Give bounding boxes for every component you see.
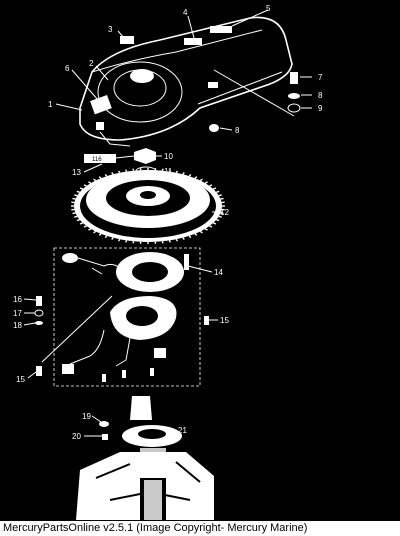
- callout-7: 7: [318, 73, 323, 82]
- callout-19: 19: [82, 412, 91, 421]
- gear-tooth: [175, 170, 179, 174]
- gear-tooth: [93, 178, 97, 182]
- callout-8-lower: 8: [235, 126, 240, 135]
- gear-tooth: [104, 173, 108, 177]
- gear-tooth: [204, 228, 208, 231]
- trigger-plate: [36, 295, 209, 376]
- callout-3: 3: [108, 25, 113, 34]
- callout-17: 17: [13, 309, 22, 318]
- gear-tooth: [74, 215, 78, 218]
- gear-tooth: [199, 178, 203, 182]
- gear-tooth: [182, 172, 185, 175]
- trigger-screws: [34, 296, 44, 325]
- gear-tooth: [125, 240, 128, 243]
- gear-tooth: [204, 181, 208, 184]
- gear-tooth: [125, 169, 128, 172]
- gear-tooth: [188, 173, 192, 177]
- gear-tooth: [79, 187, 83, 190]
- leader-lines: [23, 9, 312, 437]
- gear-tooth: [194, 176, 198, 179]
- cover-hardware: [208, 69, 301, 132]
- gear-tooth: [111, 237, 114, 240]
- gear-tooth: [161, 168, 164, 171]
- gear-tooth: [132, 241, 135, 244]
- callout-18: 18: [13, 321, 22, 330]
- gear-tooth: [111, 172, 114, 175]
- callout-15-right: 15: [220, 316, 229, 325]
- gear-tooth: [98, 233, 102, 236]
- gear-tooth: [132, 168, 135, 171]
- gear-tooth: [88, 181, 92, 184]
- callout-4: 4: [183, 8, 188, 17]
- callout-15-left: 15: [16, 375, 25, 384]
- callout-1: 1: [48, 100, 53, 109]
- ring-gear-teeth: [71, 168, 225, 244]
- gear-tooth: [209, 184, 213, 187]
- gear-tooth: [175, 238, 179, 242]
- exploded-parts-diagram: 116: [13, 4, 323, 520]
- callout-13: 13: [72, 168, 81, 177]
- gear-tooth: [218, 194, 222, 197]
- callout-20: 20: [72, 432, 81, 441]
- gear-tooth: [76, 190, 80, 193]
- callout-8: 8: [318, 91, 323, 100]
- gear-tooth: [199, 230, 203, 234]
- callout-6: 6: [65, 64, 70, 73]
- gear-tooth: [188, 235, 192, 239]
- callout-14: 14: [214, 268, 223, 277]
- callout-2: 2: [89, 59, 94, 68]
- gear-tooth: [216, 219, 220, 222]
- gear-tooth: [216, 190, 220, 193]
- gear-tooth: [79, 222, 83, 225]
- callout-numbers: 1 2 3 4 5 6 7 8 9 8 10 11 12 13 14 15 15…: [13, 4, 323, 441]
- gear-tooth: [161, 241, 164, 244]
- gear-tooth: [93, 230, 97, 234]
- gear-tooth: [213, 222, 217, 225]
- gear-tooth: [83, 225, 87, 228]
- gear-tooth: [213, 187, 217, 190]
- callout-10: 10: [164, 152, 173, 161]
- plate-bottom-screws: [102, 368, 154, 382]
- gear-tooth: [194, 233, 198, 236]
- gear-tooth: [117, 170, 121, 174]
- gear-tooth: [209, 225, 213, 228]
- powerhead: [76, 396, 214, 520]
- gear-tooth: [168, 240, 171, 243]
- gear-tooth: [168, 169, 171, 172]
- callout-16: 16: [13, 295, 22, 304]
- gear-tooth: [104, 235, 108, 239]
- callout-5: 5: [266, 4, 271, 13]
- tag-label: 116: [92, 157, 102, 163]
- stator-group: [53, 247, 201, 387]
- callout-12: 12: [220, 208, 229, 217]
- gear-tooth: [182, 237, 185, 240]
- gear-tooth: [76, 219, 80, 222]
- gear-tooth: [74, 194, 78, 197]
- callout-9: 9: [318, 104, 323, 113]
- callout-21: 21: [178, 426, 187, 435]
- gear-tooth: [88, 228, 92, 231]
- parts-diagram-panel: 116: [13, 4, 323, 520]
- gear-tooth: [98, 176, 102, 179]
- gear-tooth: [218, 215, 222, 218]
- gear-tooth: [117, 238, 121, 242]
- copyright-caption: MercuryPartsOnline v2.5.1 (Image Copyrig…: [0, 521, 400, 536]
- flywheel: [71, 168, 225, 244]
- flywheel-cover: [79, 16, 293, 147]
- callout-11: 11: [164, 167, 173, 176]
- gear-tooth: [83, 184, 87, 187]
